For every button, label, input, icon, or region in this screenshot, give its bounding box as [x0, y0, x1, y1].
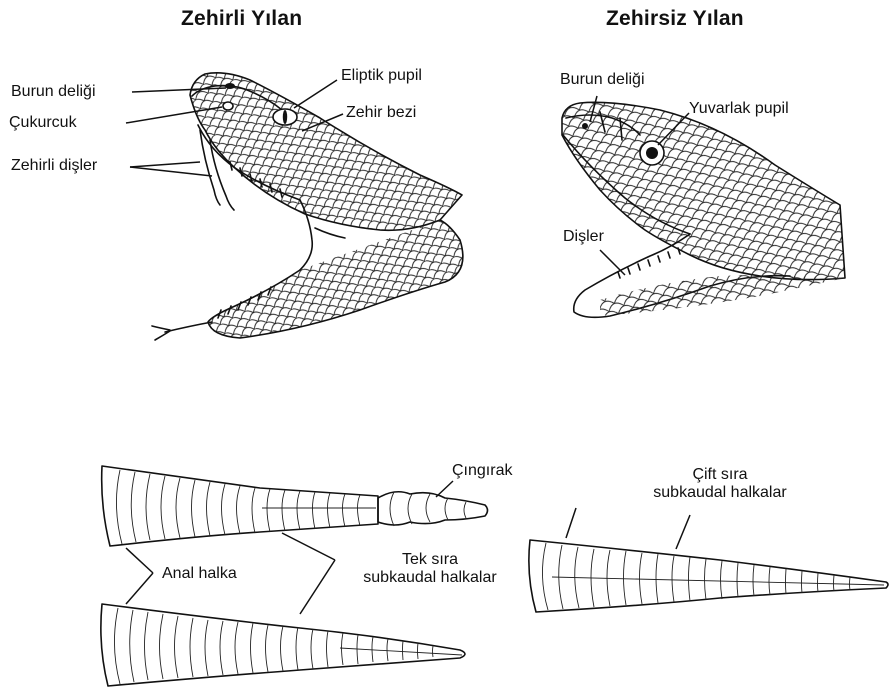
label-nostril-venomous: Burun deliği [11, 83, 96, 101]
label-anal-plate: Anal halka [162, 565, 237, 583]
label-single-row-line2: subkaudal halkalar [340, 569, 520, 587]
double-row-tail [529, 540, 888, 612]
rattlesnake-tail [102, 466, 488, 546]
label-teeth: Dişler [563, 228, 604, 246]
label-fangs: Zehirli dişler [11, 157, 97, 175]
label-nostril-nonvenomous: Burun deliği [560, 71, 645, 89]
nonvenomous-snake-head [562, 102, 845, 317]
label-pit: Çukurcuk [9, 114, 77, 132]
label-venom-gland: Zehir bezi [346, 104, 416, 122]
single-row-tail [101, 604, 465, 686]
label-rattle: Çıngırak [452, 462, 512, 480]
label-double-row-subcaudals: Çift sıra subkaudal halkalar [630, 466, 810, 503]
label-single-row-line1: Tek sıra [340, 551, 520, 569]
label-elliptic-pupil: Eliptik pupil [341, 67, 422, 85]
label-single-row-subcaudals: Tek sıra subkaudal halkalar [340, 551, 520, 588]
label-double-row-line1: Çift sıra [630, 466, 810, 484]
label-double-row-line2: subkaudal halkalar [630, 484, 810, 502]
label-round-pupil: Yuvarlak pupil [689, 100, 789, 118]
